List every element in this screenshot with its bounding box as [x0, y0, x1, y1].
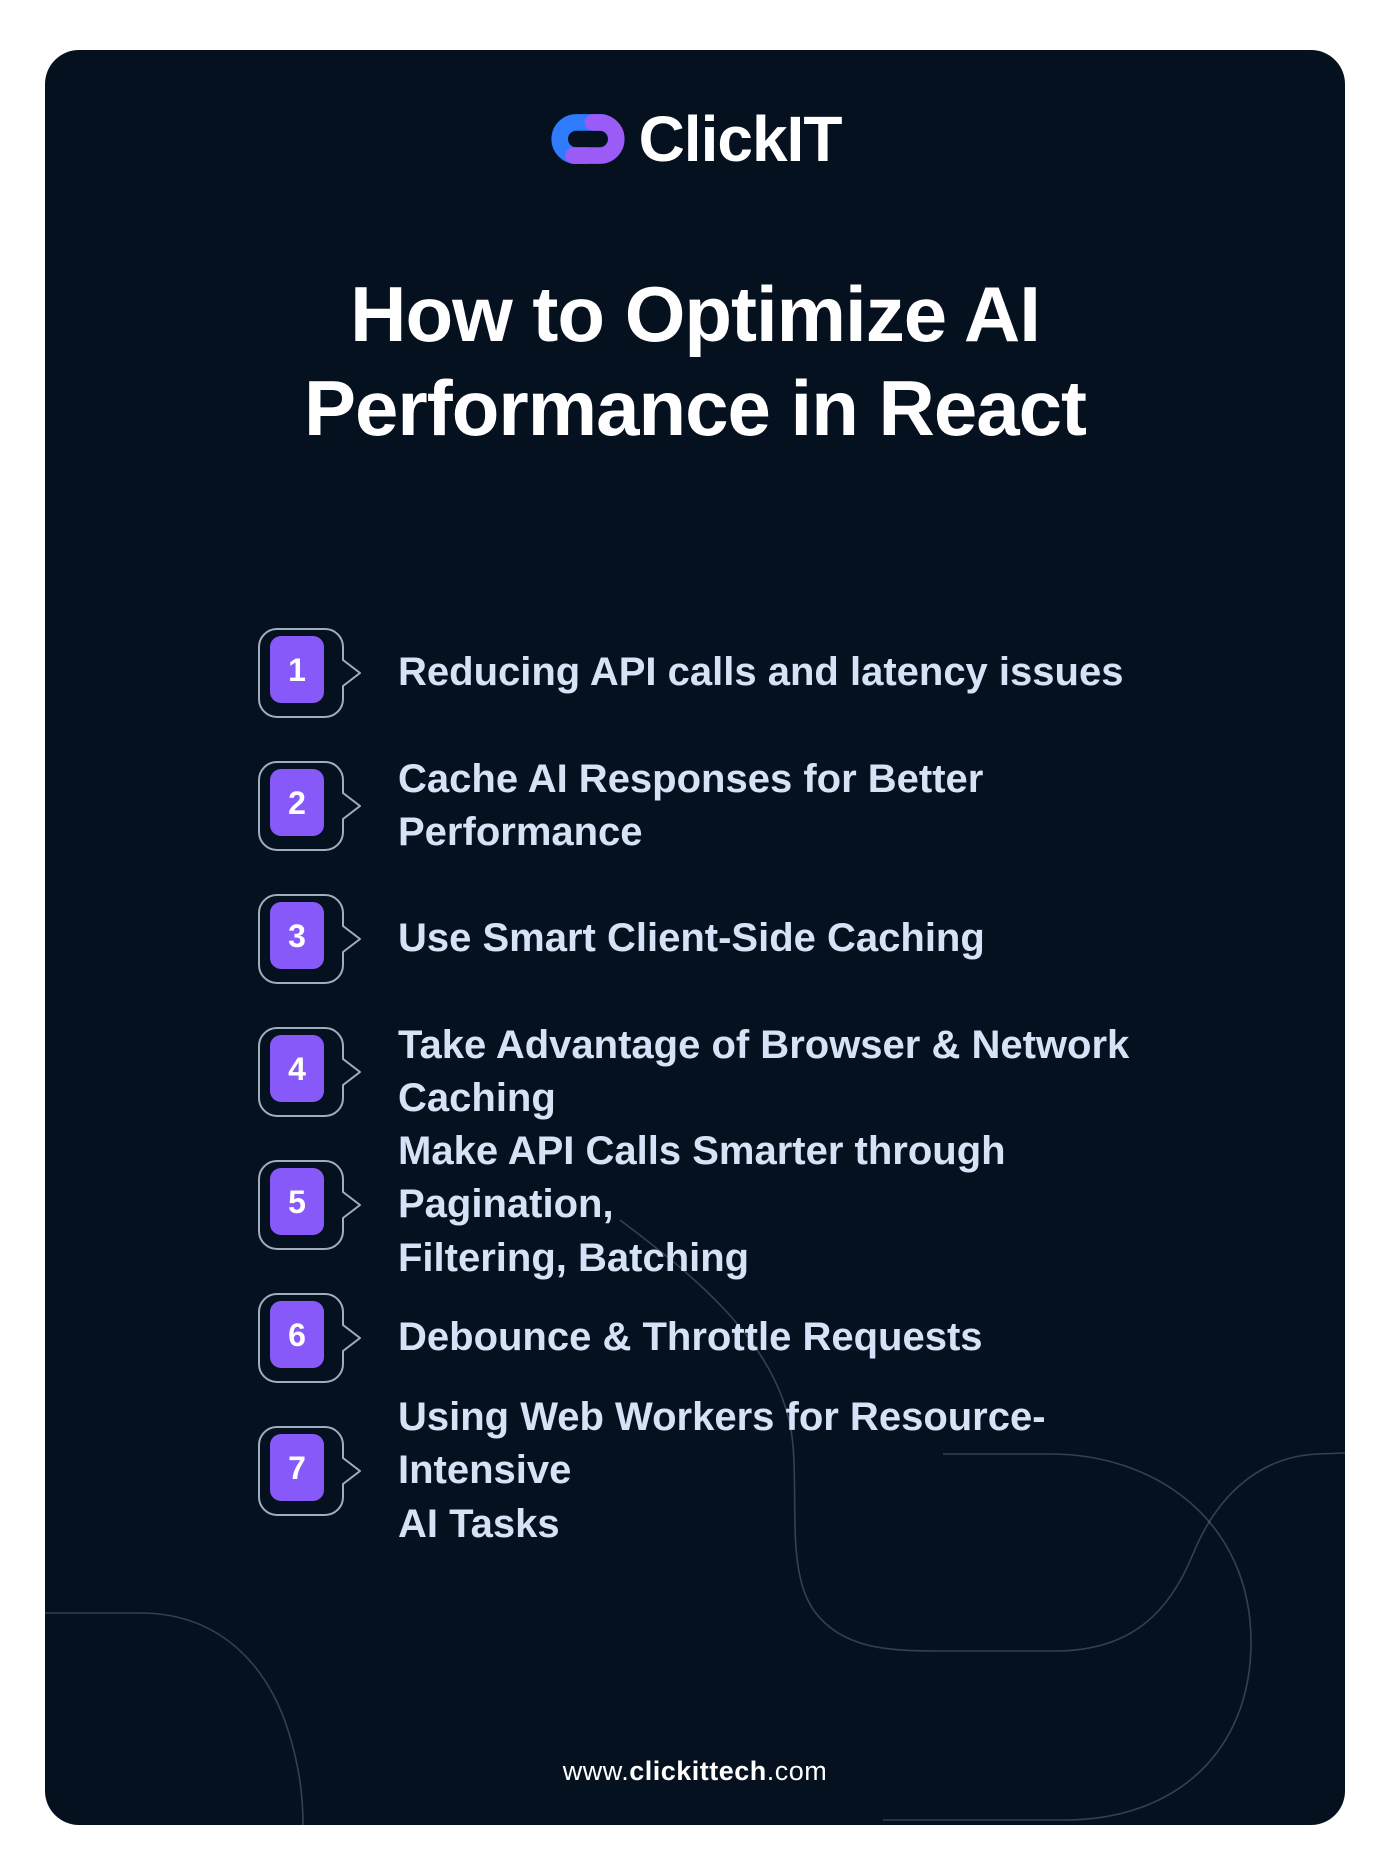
- number-badge: 3: [257, 893, 365, 985]
- footer-tld: .com: [766, 1756, 828, 1786]
- badge-bubble-icon: 2: [258, 761, 361, 851]
- footer-domain: clickittech: [629, 1756, 767, 1786]
- badge-bubble-icon: 7: [258, 1426, 361, 1516]
- badge-bubble-icon: 6: [258, 1293, 361, 1383]
- number-badge: 7: [257, 1425, 365, 1517]
- svg-text:5: 5: [288, 1184, 306, 1220]
- badge-bubble-icon: 4: [258, 1027, 361, 1117]
- svg-text:6: 6: [288, 1317, 306, 1353]
- badge-bubble-icon: 5: [258, 1160, 361, 1250]
- list-item-text: Make API Calls Smarter through Paginatio…: [398, 1129, 1006, 1280]
- title-line-1: How to Optimize AI: [350, 270, 1041, 358]
- infographic-card: ClickIT How to Optimize AI Performance i…: [45, 50, 1345, 1825]
- title-line-2: Performance in React: [304, 363, 1087, 452]
- list-item: 4 Take Advantage of Browser & Network Ca…: [257, 1023, 1178, 1120]
- list-item-text: Reducing API calls and latency issues: [398, 650, 1124, 695]
- list-item-text: Cache AI Responses for Better Performanc…: [398, 756, 984, 854]
- chain-link-icon: [551, 114, 625, 164]
- list-item: 2 Cache AI Responses for Better Performa…: [257, 757, 1178, 854]
- badge-bubble-icon: 3: [258, 894, 361, 984]
- list-item: 6 Debounce & Throttle Requests: [257, 1292, 1178, 1384]
- badge-bubble-icon: 1: [258, 628, 361, 718]
- footer-url: www.clickittech.com: [45, 1756, 1345, 1787]
- list-item-text: Use Smart Client-Side Caching: [398, 916, 985, 961]
- svg-text:3: 3: [288, 918, 306, 954]
- svg-text:1: 1: [288, 652, 306, 688]
- decorative-curve-left: [45, 1612, 304, 1825]
- logo: ClickIT: [45, 106, 1345, 172]
- number-badge: 4: [257, 1026, 365, 1118]
- list-item: 7 Using Web Workers for Resource-Intensi…: [257, 1395, 1178, 1546]
- svg-text:4: 4: [288, 1051, 306, 1087]
- logo-text: ClickIT: [638, 103, 843, 175]
- list-item-text: Take Advantage of Browser & Network Cach…: [398, 1022, 1130, 1120]
- topics-list: 1 Reducing API calls and latency issues …: [257, 627, 1178, 1546]
- list-item: 5 Make API Calls Smarter through Paginat…: [257, 1129, 1178, 1280]
- list-item: 3 Use Smart Client-Side Caching: [257, 893, 1178, 985]
- footer-www: www.: [562, 1756, 630, 1786]
- number-badge: 1: [257, 627, 365, 719]
- number-badge: 6: [257, 1292, 365, 1384]
- list-item-text: Debounce & Throttle Requests: [398, 1315, 983, 1360]
- page-title: How to Optimize AI Performance in React: [45, 268, 1345, 455]
- number-badge: 5: [257, 1159, 365, 1251]
- list-item: 1 Reducing API calls and latency issues: [257, 627, 1178, 719]
- list-item-text: Using Web Workers for Resource-Intensive…: [398, 1395, 1046, 1546]
- number-badge: 2: [257, 760, 365, 852]
- svg-text:7: 7: [288, 1450, 306, 1486]
- svg-text:2: 2: [288, 785, 306, 821]
